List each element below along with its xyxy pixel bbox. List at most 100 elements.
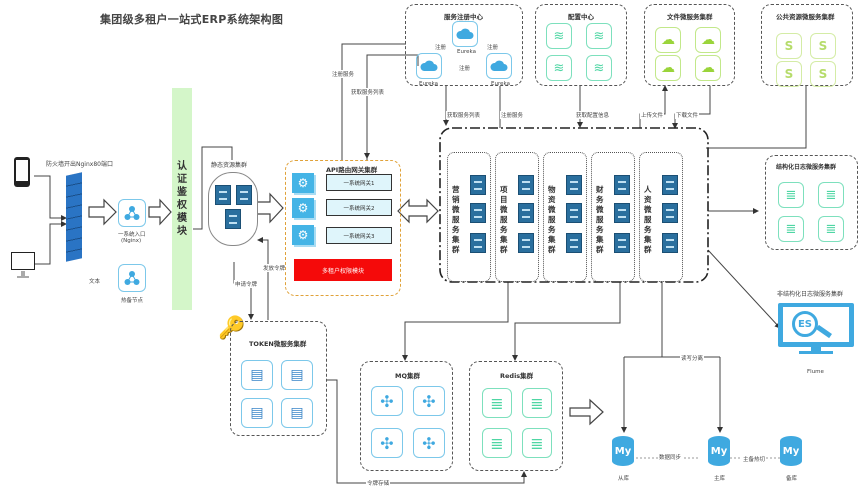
mysql-slave-icon[interactable]: My bbox=[612, 436, 634, 466]
register-edge-label: 注册 bbox=[458, 64, 472, 72]
static-cluster-title: 静态资源集群 bbox=[210, 160, 249, 169]
file-cluster-title: 文件微服务集群 bbox=[667, 13, 713, 21]
config-center-title: 配置中心 bbox=[568, 13, 594, 21]
microservice-name: 人资微服务集群 bbox=[644, 185, 652, 254]
api-gateway-cluster[interactable]: API路由网关集群 ⚙ ⚙ ⚙ 一系统网关1 一系统网关2 一系统网关3 多租户… bbox=[285, 160, 401, 296]
download-label: 下载文件 bbox=[675, 111, 700, 119]
stack-icon: ≣ bbox=[778, 182, 804, 208]
microservice-name: 营销微服务集群 bbox=[452, 185, 460, 254]
db-standby-label: 备库 bbox=[785, 474, 799, 482]
server-icon bbox=[614, 233, 630, 253]
service-registry-center[interactable]: 服务注册中心 Eureka Eureka Eureka 注册 注册 注册 bbox=[405, 4, 523, 87]
static-cluster-cloud-icon[interactable] bbox=[208, 172, 258, 246]
structured-log-title: 结构化日志微服务集群 bbox=[776, 164, 837, 171]
microservice-name: 项目微服务集群 bbox=[500, 185, 508, 254]
upload-label: 上传文件 bbox=[640, 111, 665, 119]
flume-label: Flume bbox=[806, 369, 825, 375]
mq-cluster-title: MQ集群 bbox=[395, 372, 420, 380]
server-icon bbox=[470, 233, 486, 253]
get-service-list-label: 获取服务列表 bbox=[350, 88, 386, 96]
eureka-cloud-icon[interactable] bbox=[416, 53, 442, 79]
auth-char: 证 bbox=[177, 174, 187, 185]
cloud-upload-icon: ☁ bbox=[695, 55, 721, 81]
config-center[interactable]: 配置中心 ≋ ≋ ≋ ≋ bbox=[535, 4, 627, 86]
eureka-label: Eureka bbox=[457, 49, 476, 55]
token-server-icon: ▤ bbox=[241, 398, 273, 428]
unstructured-log-title: 非结构化日志微服务集群 bbox=[776, 289, 845, 298]
token-cluster-title: TOKEN微服务集群 bbox=[249, 340, 307, 348]
register-edge-label: 注册 bbox=[486, 43, 500, 51]
server-icon bbox=[215, 185, 231, 205]
mq-cluster[interactable]: MQ集群 ✣ ✣ ✣ ✣ bbox=[360, 361, 453, 471]
server-icon bbox=[614, 203, 630, 223]
token-service-cluster[interactable]: TOKEN微服务集群 ▤ ▤ ▤ ▤ bbox=[230, 321, 327, 436]
gear-icon: ⚙ bbox=[292, 225, 314, 245]
server-icon bbox=[566, 233, 582, 253]
firewall-label: 防火墙开出Nginx80端口 bbox=[45, 159, 114, 168]
auth-char: 模 bbox=[177, 213, 187, 224]
firewall-icon bbox=[66, 172, 82, 262]
register-edge-label: 注册 bbox=[434, 43, 448, 51]
mobile-device-icon bbox=[14, 157, 30, 187]
public-resource-cluster[interactable]: 公共资源微服务集群 S S S S bbox=[761, 4, 853, 87]
cloud-upload-icon: ☁ bbox=[655, 27, 681, 53]
resource-icon: S bbox=[776, 33, 802, 59]
microservice-cluster-materials[interactable]: 物资微服务集群 bbox=[543, 152, 587, 282]
auth-char: 认 bbox=[177, 161, 187, 172]
server-icon bbox=[518, 175, 534, 195]
issue-token-label: 发放令牌 bbox=[262, 264, 287, 272]
server-icon bbox=[225, 209, 241, 229]
gateway-row-2[interactable]: 一系统网关2 bbox=[326, 199, 392, 216]
database-config-icon: ≋ bbox=[546, 55, 572, 81]
nginx-entry-label: 一系统入口 bbox=[117, 230, 147, 238]
auth-module[interactable]: 认 证 鉴 权 模 块 bbox=[172, 88, 192, 310]
auth-char: 块 bbox=[177, 226, 187, 237]
desktop-monitor-icon bbox=[11, 252, 35, 280]
gateway-row-1[interactable]: 一系统网关1 bbox=[326, 174, 392, 191]
structured-log-cluster[interactable]: 结构化日志微服务集群 ≣ ≣ ≣ ≣ bbox=[765, 155, 858, 250]
redis-stack-icon: ≣ bbox=[482, 428, 512, 458]
auth-char: 权 bbox=[177, 200, 187, 211]
rw-split-label: 读写分离 bbox=[680, 354, 705, 362]
microservice-cluster-marketing[interactable]: 营销微服务集群 bbox=[447, 152, 491, 282]
tenant-permission-module[interactable]: 多租户权限模块 bbox=[294, 259, 392, 281]
microservice-cluster-project[interactable]: 项目微服务集群 bbox=[495, 152, 539, 282]
database-config-icon: ≋ bbox=[546, 23, 572, 49]
registry-title: 服务注册中心 bbox=[444, 13, 483, 21]
mq-node-icon: ✣ bbox=[413, 386, 445, 416]
mq-node-icon: ✣ bbox=[371, 386, 403, 416]
server-icon bbox=[566, 203, 582, 223]
redis-cluster-title: Redis集群 bbox=[500, 372, 534, 380]
es-monitor-icon[interactable]: ES bbox=[778, 303, 854, 355]
eureka-cloud-icon[interactable] bbox=[452, 21, 478, 47]
stack-icon: ≣ bbox=[818, 182, 844, 208]
gear-icon: ⚙ bbox=[292, 198, 314, 218]
nginx-entry-icon[interactable] bbox=[118, 199, 146, 227]
redis-stack-icon: ≣ bbox=[522, 428, 552, 458]
get-config-label: 获取配置信息 bbox=[575, 111, 611, 119]
gear-icon: ⚙ bbox=[292, 173, 314, 193]
server-icon bbox=[662, 233, 678, 253]
token-server-icon: ▤ bbox=[281, 360, 313, 390]
server-icon bbox=[662, 175, 678, 195]
file-service-cluster[interactable]: 文件微服务集群 ☁ ☁ ☁ ☁ bbox=[644, 4, 735, 86]
server-icon bbox=[614, 175, 630, 195]
resource-icon: S bbox=[776, 61, 802, 87]
server-icon bbox=[662, 203, 678, 223]
microservice-cluster-finance[interactable]: 财务微服务集群 bbox=[591, 152, 635, 282]
token-store-label: 令牌存储 bbox=[366, 479, 391, 487]
microservice-name: 物资微服务集群 bbox=[548, 185, 556, 254]
hot-standby-icon[interactable] bbox=[118, 264, 146, 292]
server-icon bbox=[518, 203, 534, 223]
gateway-row-3[interactable]: 一系统网关3 bbox=[326, 227, 392, 244]
eureka-cloud-icon[interactable] bbox=[486, 53, 512, 79]
mysql-standby-icon[interactable]: My bbox=[780, 436, 802, 466]
microservice-cluster-hr[interactable]: 人资微服务集群 bbox=[639, 152, 683, 282]
mq-node-icon: ✣ bbox=[371, 428, 403, 458]
token-server-icon: ▤ bbox=[281, 398, 313, 428]
redis-cluster[interactable]: Redis集群 ≣ ≣ ≣ ≣ bbox=[469, 361, 563, 471]
token-server-icon: ▤ bbox=[241, 360, 273, 390]
cloud-upload-icon: ☁ bbox=[695, 27, 721, 53]
mysql-master-icon[interactable]: My bbox=[708, 436, 730, 466]
